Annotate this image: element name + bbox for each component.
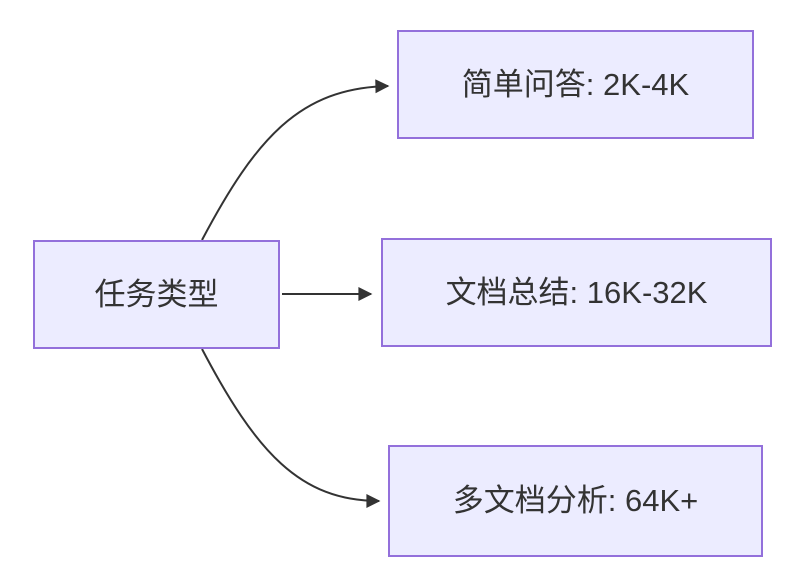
node-simple-qa-label: 简单问答: 2K-4K xyxy=(461,66,690,102)
node-simple-qa: 简单问答: 2K-4K xyxy=(397,30,754,139)
node-multi-doc-label: 多文档分析: 64K+ xyxy=(452,483,699,519)
node-doc-summary: 文档总结: 16K-32K xyxy=(381,238,772,347)
edge-root-to-simple-qa xyxy=(201,79,390,241)
node-doc-summary-label: 文档总结: 16K-32K xyxy=(445,274,708,310)
node-task-type-label: 任务类型 xyxy=(94,276,219,312)
node-multi-doc: 多文档分析: 64K+ xyxy=(388,445,763,557)
node-task-type: 任务类型 xyxy=(33,240,280,349)
edge-root-to-multi-doc xyxy=(201,348,381,508)
